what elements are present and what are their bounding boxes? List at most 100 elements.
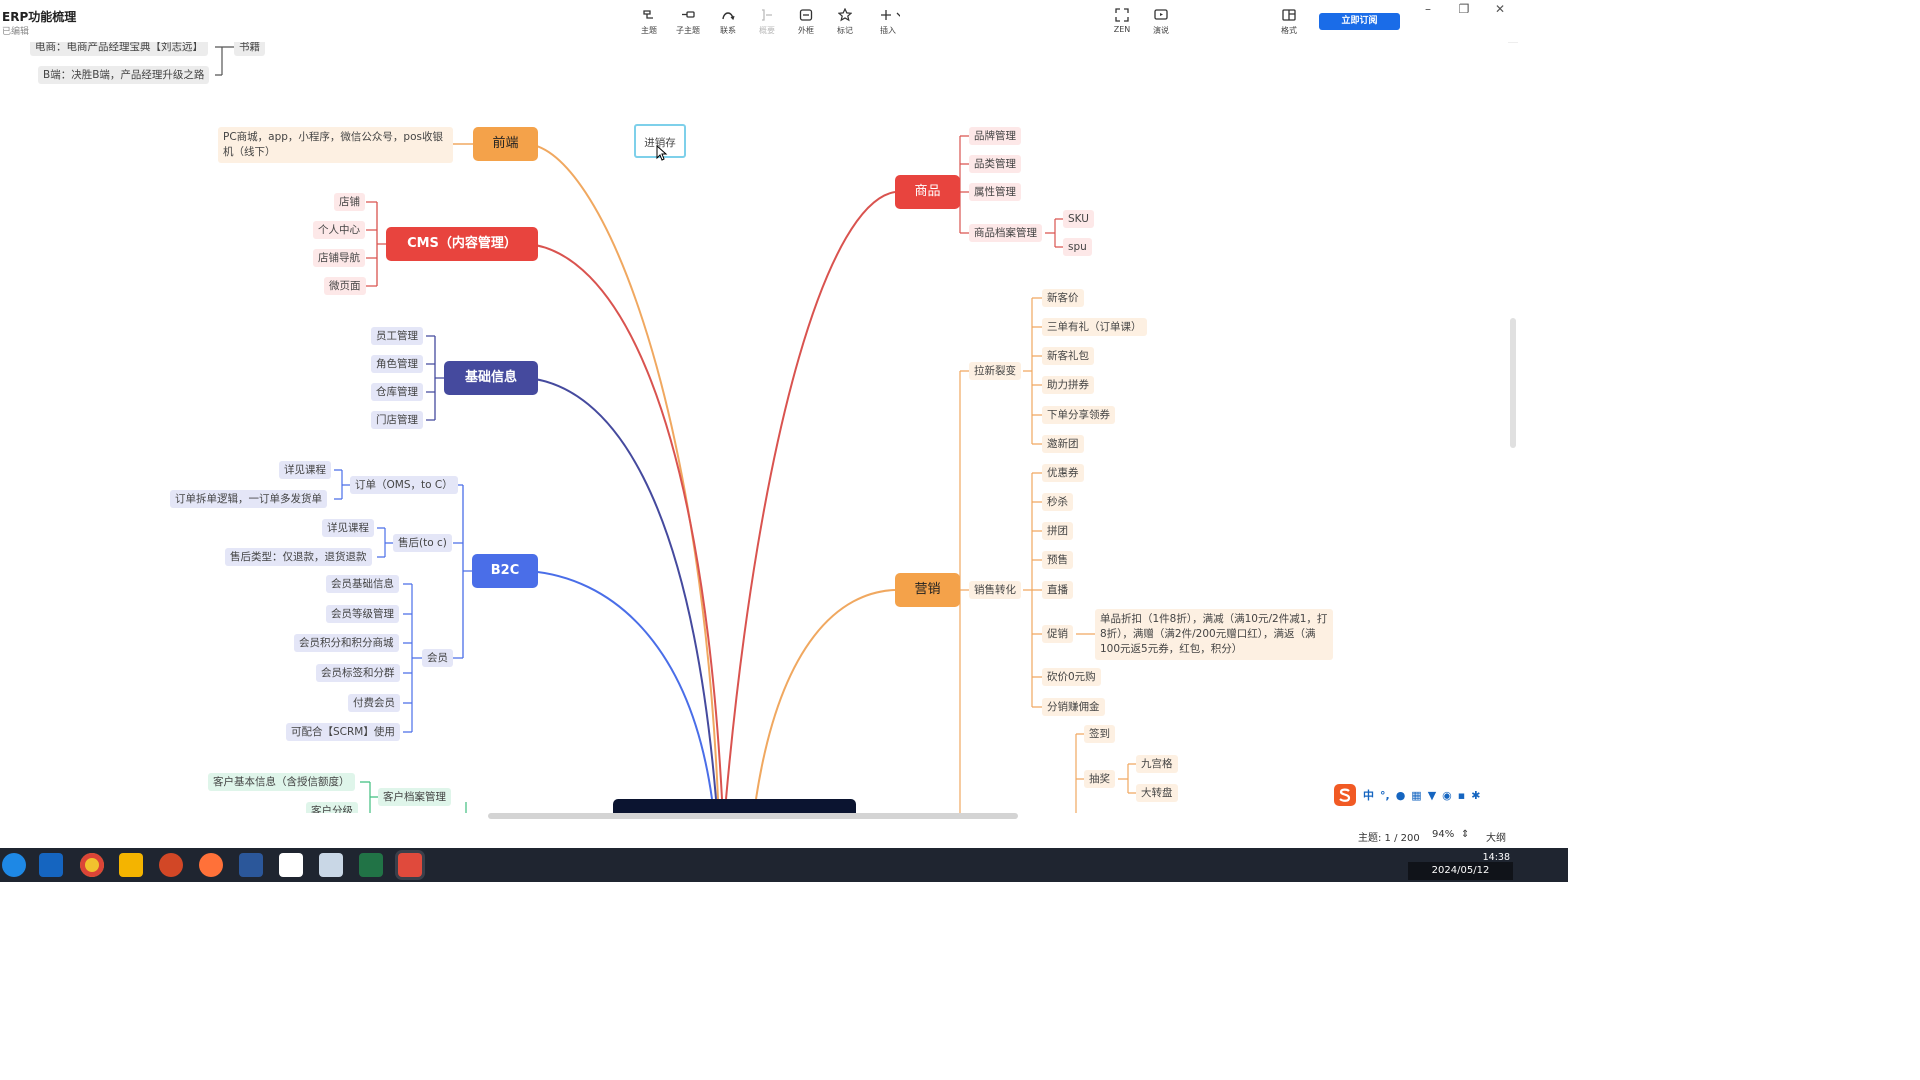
cms-topic[interactable]: CMS（内容管理） bbox=[386, 227, 538, 261]
convert-item[interactable]: 预售 bbox=[1042, 551, 1073, 569]
acquire-item[interactable]: 助力拼券 bbox=[1042, 376, 1094, 394]
basic-item[interactable]: 角色管理 bbox=[371, 355, 423, 373]
firefox-icon[interactable] bbox=[199, 853, 223, 877]
convert-item[interactable]: 秒杀 bbox=[1042, 493, 1073, 511]
cms-item[interactable]: 微页面 bbox=[324, 277, 366, 295]
ime-punct-icon[interactable]: °, bbox=[1380, 788, 1390, 802]
central-topic[interactable] bbox=[613, 799, 856, 813]
ime-settings-icon[interactable]: ✱ bbox=[1471, 788, 1481, 802]
chrome-icon[interactable] bbox=[80, 853, 104, 877]
clock-time[interactable]: 14:38 bbox=[1482, 852, 1510, 863]
goods-item[interactable]: 品牌管理 bbox=[969, 127, 1021, 145]
document-title[interactable]: ERP功能梳理 bbox=[2, 10, 77, 24]
convert-item[interactable]: 砍价0元购 bbox=[1042, 668, 1101, 686]
acquire-item[interactable]: 下单分享领券 bbox=[1042, 406, 1115, 424]
format-button[interactable]: 格式 bbox=[1274, 8, 1304, 40]
zoom-level[interactable]: 94% bbox=[1432, 829, 1455, 840]
goods-topic[interactable]: 商品 bbox=[895, 175, 960, 209]
engage-item[interactable]: 抽奖 bbox=[1084, 770, 1115, 788]
goods-archive-item[interactable]: SKU bbox=[1063, 210, 1094, 228]
acquire-topic[interactable]: 拉新裂变 bbox=[969, 362, 1021, 380]
goods-item[interactable]: 商品档案管理 bbox=[969, 224, 1042, 242]
convert-item[interactable]: 促销 bbox=[1042, 625, 1073, 643]
outline-button[interactable]: 大纲 bbox=[1486, 833, 1506, 844]
member-item[interactable]: 付费会员 bbox=[348, 694, 400, 712]
cms-item[interactable]: 个人中心 bbox=[313, 221, 365, 239]
basic-item[interactable]: 员工管理 bbox=[371, 327, 423, 345]
sogou-icon[interactable] bbox=[1333, 783, 1357, 807]
ime-mic-icon[interactable]: ● bbox=[1395, 788, 1406, 802]
book-item[interactable]: 电商：电商产品经理宝典【刘志远】 bbox=[30, 42, 208, 56]
xmind-icon[interactable] bbox=[398, 853, 422, 877]
edge-icon[interactable] bbox=[2, 853, 26, 877]
mindmap-canvas[interactable]: 电商：电商产品经理宝典【刘志远】 B端：决胜B端，产品经理升级之路 书籍 PC商… bbox=[0, 42, 1508, 813]
basic-item[interactable]: 仓库管理 bbox=[371, 383, 423, 401]
basic-info-topic[interactable]: 基础信息 bbox=[444, 361, 538, 395]
convert-topic[interactable]: 销售转化 bbox=[969, 581, 1021, 599]
after-sale-item[interactable]: 售后类型：仅退款，退货退款 bbox=[225, 548, 372, 566]
member-item[interactable]: 会员积分和积分商城 bbox=[294, 634, 399, 652]
convert-item[interactable]: 直播 bbox=[1042, 581, 1073, 599]
feishu-icon[interactable] bbox=[39, 853, 63, 877]
book-item[interactable]: B端：决胜B端，产品经理升级之路 bbox=[38, 66, 210, 84]
frontend-topic[interactable]: 前端 bbox=[473, 127, 538, 161]
restore-icon[interactable]: ❐ bbox=[1458, 2, 1470, 16]
books-topic[interactable]: 书籍 bbox=[234, 42, 265, 56]
order-topic[interactable]: 订单（OMS，to C） bbox=[350, 476, 458, 494]
convert-item[interactable]: 优惠券 bbox=[1042, 464, 1084, 482]
member-item[interactable]: 会员标签和分群 bbox=[316, 664, 400, 682]
goods-item[interactable]: 属性管理 bbox=[969, 183, 1021, 201]
minimize-icon[interactable]: – bbox=[1425, 2, 1431, 16]
order-item[interactable]: 详见课程 bbox=[279, 461, 331, 479]
customer-item[interactable]: 客户基本信息（含授信额度） bbox=[208, 773, 355, 791]
member-topic[interactable]: 会员 bbox=[422, 649, 453, 667]
powerpoint-icon[interactable] bbox=[159, 853, 183, 877]
ime-mode-icon[interactable]: 中 bbox=[1363, 789, 1374, 802]
notepad-icon[interactable] bbox=[279, 853, 303, 877]
member-item[interactable]: 会员等级管理 bbox=[326, 605, 399, 623]
order-item[interactable]: 订单拆单逻辑，一订单多发货单 bbox=[170, 490, 327, 508]
ime-keyboard-icon[interactable]: ▦ bbox=[1411, 788, 1422, 802]
ime-apps-icon[interactable]: ▪ bbox=[1457, 788, 1466, 802]
member-item[interactable]: 可配合【SCRM】使用 bbox=[286, 723, 400, 741]
zoom-stepper-icon[interactable]: ⇕ bbox=[1461, 829, 1470, 840]
customer-item[interactable]: 客户分级 bbox=[306, 802, 358, 813]
ime-toolbar[interactable]: 中 °, ● ▦ ▼ ◉ ▪ ✱ bbox=[1333, 781, 1517, 809]
relationship-button[interactable]: 联系 bbox=[713, 8, 743, 40]
acquire-item[interactable]: 三单有礼（订单课） bbox=[1042, 318, 1147, 336]
acquire-item[interactable]: 邀新团 bbox=[1042, 435, 1084, 453]
ime-skin-icon[interactable]: ▼ bbox=[1427, 788, 1437, 802]
cms-item[interactable]: 店铺导航 bbox=[313, 249, 365, 267]
engage-item[interactable]: 签到 bbox=[1084, 725, 1115, 743]
convert-item[interactable]: 拼团 bbox=[1042, 522, 1073, 540]
excel-icon[interactable] bbox=[359, 853, 383, 877]
goods-archive-item[interactable]: spu bbox=[1063, 238, 1092, 256]
member-item[interactable]: 会员基础信息 bbox=[326, 575, 399, 593]
topic-button[interactable]: 主题 bbox=[634, 8, 664, 40]
acquire-item[interactable]: 新客礼包 bbox=[1042, 347, 1094, 365]
boundary-button[interactable]: 外框 bbox=[791, 8, 821, 40]
pitch-button[interactable]: 演说 bbox=[1146, 8, 1176, 40]
lottery-item[interactable]: 大转盘 bbox=[1136, 784, 1178, 802]
subtopic-button[interactable]: 子主题 bbox=[673, 8, 703, 40]
basic-item[interactable]: 门店管理 bbox=[371, 411, 423, 429]
horizontal-scrollbar[interactable] bbox=[488, 813, 1018, 819]
promotion-note[interactable]: 单品折扣（1件8折），满减（满10元/2件减1，打8折），满赠（满2件/200元… bbox=[1095, 609, 1333, 660]
file-explorer-icon[interactable] bbox=[119, 853, 143, 877]
lottery-item[interactable]: 九宫格 bbox=[1136, 755, 1178, 773]
after-sale-item[interactable]: 详见课程 bbox=[322, 519, 374, 537]
frontend-note[interactable]: PC商城，app，小程序，微信公众号，pos收银机（线下） bbox=[218, 127, 453, 163]
acquire-item[interactable]: 新客价 bbox=[1042, 289, 1084, 307]
marker-button[interactable]: 标记 bbox=[830, 8, 860, 40]
after-sale-topic[interactable]: 售后(to c) bbox=[393, 534, 452, 552]
summary-button[interactable]: 概要 bbox=[752, 8, 782, 40]
customer-archive-topic[interactable]: 客户档案管理 bbox=[378, 788, 451, 806]
close-icon[interactable]: ✕ bbox=[1494, 2, 1506, 16]
ime-game-icon[interactable]: ◉ bbox=[1442, 788, 1452, 802]
convert-item[interactable]: 分销赚佣金 bbox=[1042, 698, 1105, 716]
zen-button[interactable]: ZEN bbox=[1107, 8, 1137, 40]
pen-app-icon[interactable] bbox=[319, 853, 343, 877]
marketing-topic[interactable]: 营销 bbox=[895, 573, 960, 607]
cms-item[interactable]: 店铺 bbox=[334, 193, 365, 211]
insert-button[interactable]: 插入 bbox=[872, 8, 904, 40]
